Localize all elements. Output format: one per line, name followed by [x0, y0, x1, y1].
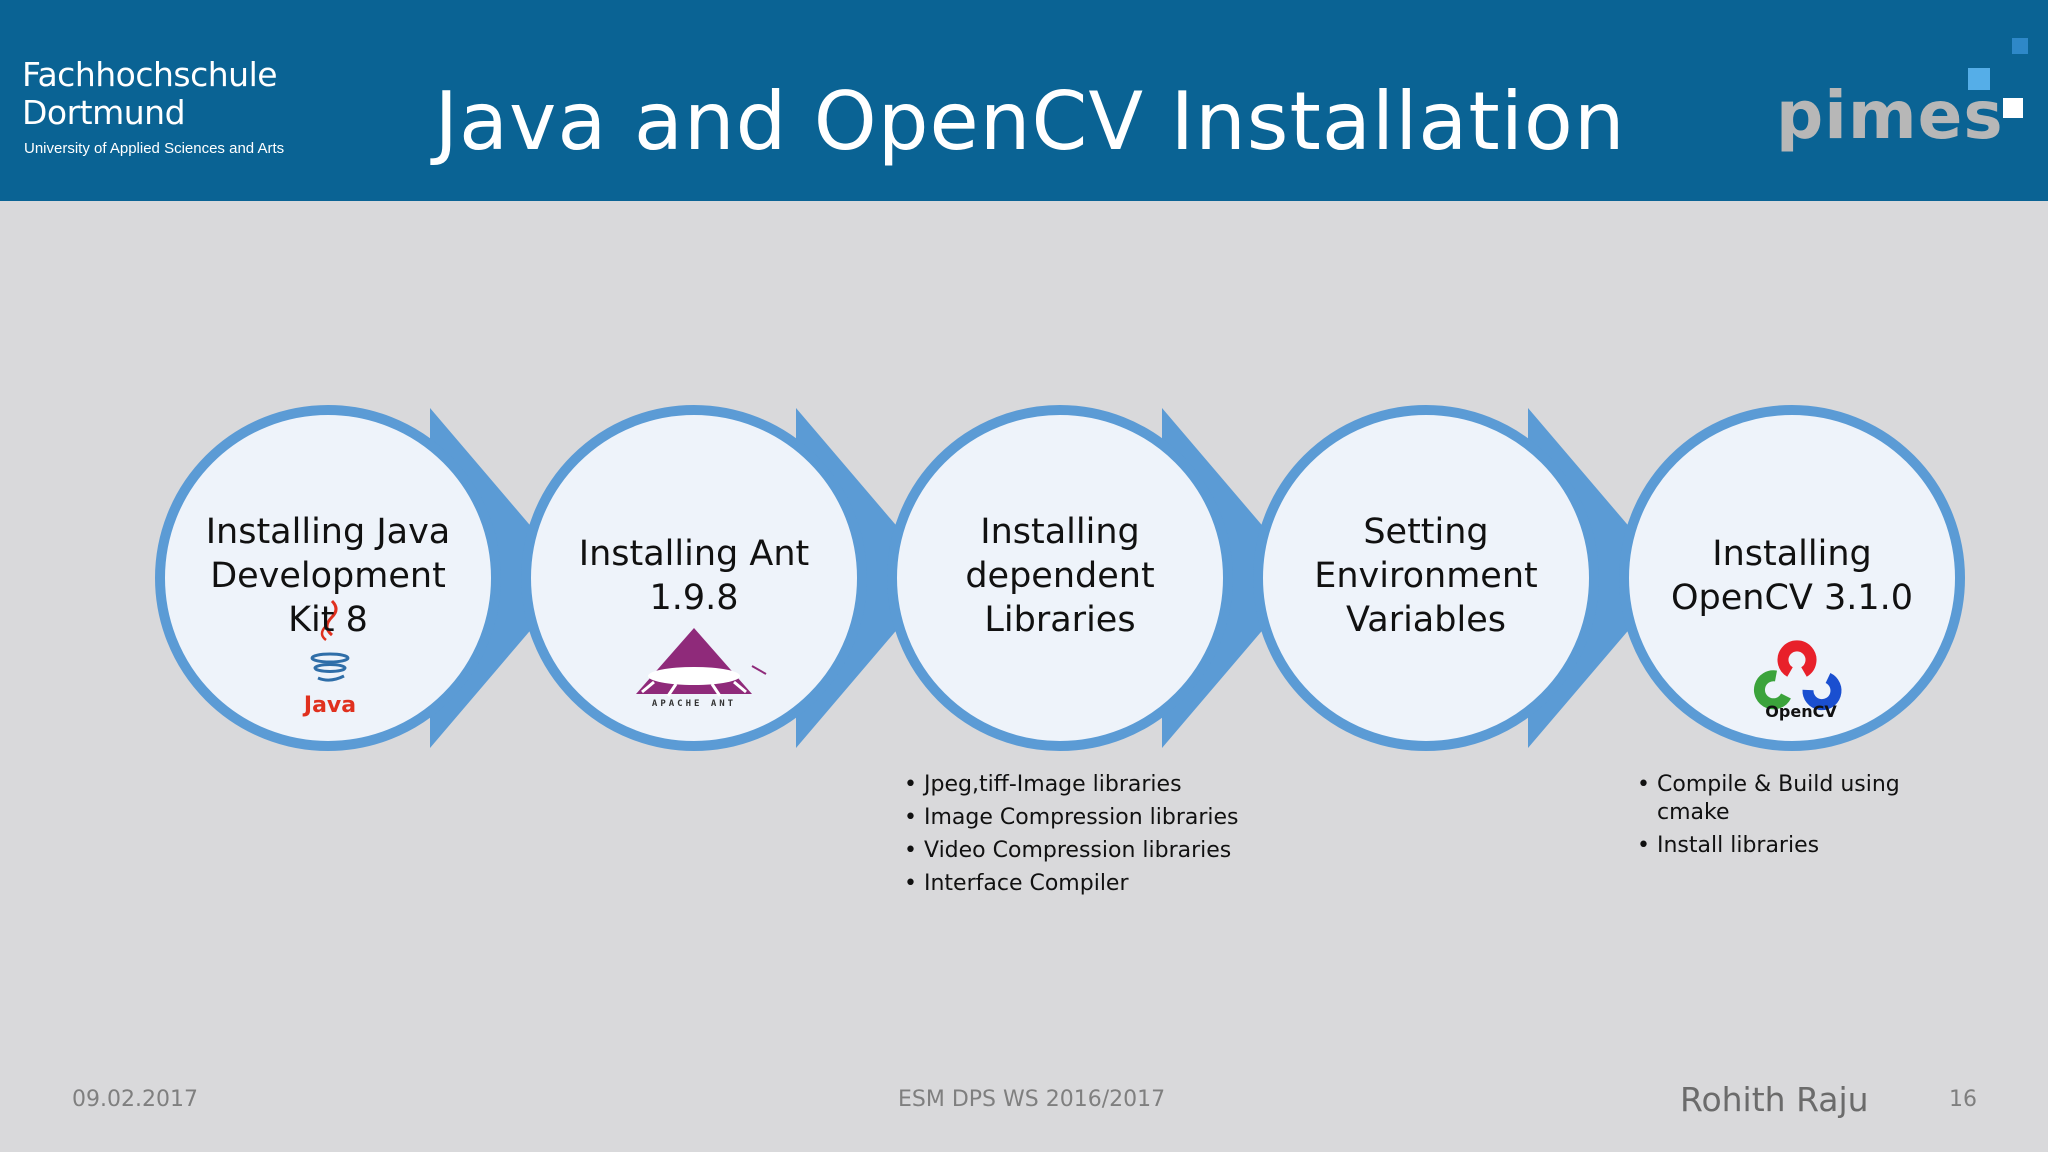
step-circle-5 [1619, 405, 1965, 751]
step-label-3: Installing dependent Libraries [965, 512, 1155, 640]
step-label-2: Installing Ant 1.9.8 [578, 534, 810, 618]
circles-group [155, 405, 1965, 751]
list-item: Interface Compiler [904, 870, 1244, 898]
step-circle-2 [521, 405, 867, 751]
list-item: Image Compression libraries [904, 804, 1244, 832]
step-label-4: Setting Environment Variables [1314, 512, 1538, 640]
java-logo-text: Java [302, 693, 356, 718]
header-bar: Fachhochschule Dortmund University of Ap… [0, 0, 2048, 201]
apache-ant-logo-icon: APACHE ANT [636, 628, 767, 709]
page-number: 16 [1949, 1087, 1977, 1112]
opencv-logo-icon: OpenCV [1753, 640, 1842, 721]
step-circle-1 [155, 405, 501, 751]
opencv-logo-text: OpenCV [1765, 702, 1837, 721]
step3-bullet-list: Jpeg,tiff-Image libraries Image Compress… [904, 771, 1244, 903]
svg-text:pimes: pimes [1776, 77, 2004, 154]
step-label-1: Installing Java Development Kit 8 [205, 512, 451, 640]
footer-course: ESM DPS WS 2016/2017 [898, 1087, 1166, 1112]
institution-name: Fachhochschule Dortmund [22, 55, 278, 132]
step-circle-3 [887, 405, 1233, 751]
step-label-5: Installing OpenCV 3.1.0 [1670, 534, 1914, 618]
institution-subtitle: University of Applied Sciences and Arts [24, 140, 285, 157]
slide-title: Java and OpenCV Installation [434, 75, 1626, 168]
pimes-logo-icon: pimes [1776, 38, 2028, 154]
step-circle-4 [1253, 405, 1599, 751]
java-logo-icon: Java [302, 599, 356, 718]
list-item: Compile & Build using cmake [1637, 771, 1922, 827]
footer-author: Rohith Raju [1680, 1080, 1869, 1119]
list-item: Install libraries [1637, 832, 1922, 860]
list-item: Jpeg,tiff-Image libraries [904, 771, 1244, 799]
list-item: Video Compression libraries [904, 837, 1244, 865]
step5-bullet-list: Compile & Build using cmake Install libr… [1637, 771, 1922, 865]
footer-date: 09.02.2017 [72, 1087, 198, 1112]
ant-logo-text: APACHE ANT [652, 699, 736, 709]
